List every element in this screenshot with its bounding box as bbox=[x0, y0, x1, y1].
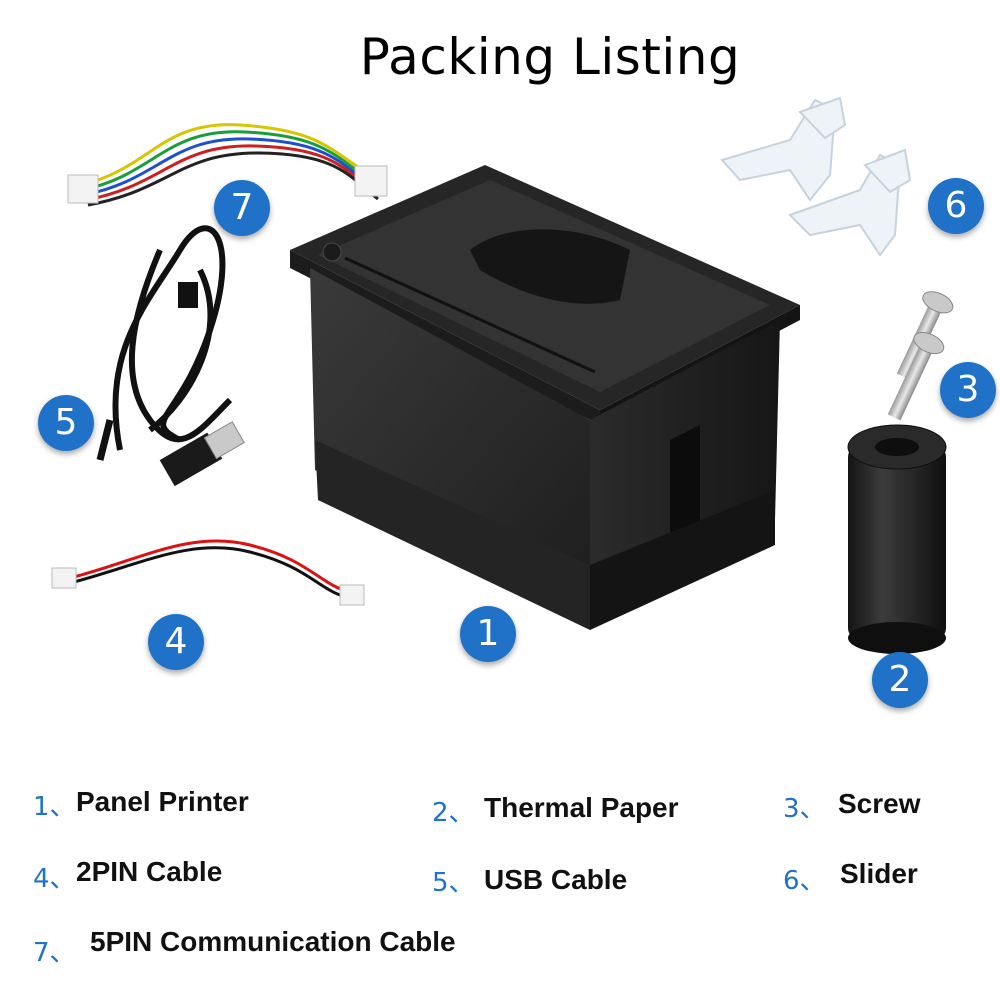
screw-image bbox=[887, 291, 954, 421]
legend-number: 2、 bbox=[432, 798, 475, 828]
legend-number: 6、 bbox=[783, 866, 826, 896]
legend-number: 4、 bbox=[33, 864, 76, 894]
badge-6: 6 bbox=[928, 178, 984, 234]
legend-number: 1、 bbox=[33, 792, 76, 822]
badge-7: 7 bbox=[214, 180, 270, 236]
legend-label: Panel Printer bbox=[76, 786, 249, 817]
two-pin-cable-image bbox=[51, 539, 365, 606]
panel-printer-image bbox=[290, 165, 800, 630]
legend-label: 5PIN Communication Cable bbox=[90, 926, 456, 957]
usb-cable-image bbox=[96, 225, 245, 487]
legend-label: Thermal Paper bbox=[484, 792, 679, 823]
thermal-paper-image bbox=[847, 424, 947, 654]
slider-image bbox=[720, 96, 912, 257]
legend-number: 5、 bbox=[432, 868, 475, 898]
five-pin-cable-image bbox=[67, 123, 388, 207]
badge-4: 4 bbox=[148, 614, 204, 670]
legend-label: Screw bbox=[838, 788, 921, 819]
legend-label: USB Cable bbox=[484, 864, 628, 895]
page-title: Packing Listing bbox=[359, 28, 741, 86]
badge-2: 2 bbox=[872, 652, 928, 708]
badge-3: 3 bbox=[940, 362, 996, 418]
legend-label: Slider bbox=[840, 858, 918, 889]
legend-label: 2PIN Cable bbox=[76, 856, 223, 887]
product-photo bbox=[51, 96, 954, 654]
badge-5: 5 bbox=[38, 395, 94, 451]
badge-1: 1 bbox=[460, 606, 516, 662]
legend-number: 3、 bbox=[783, 794, 826, 824]
legend-number: 7、 bbox=[33, 938, 76, 968]
